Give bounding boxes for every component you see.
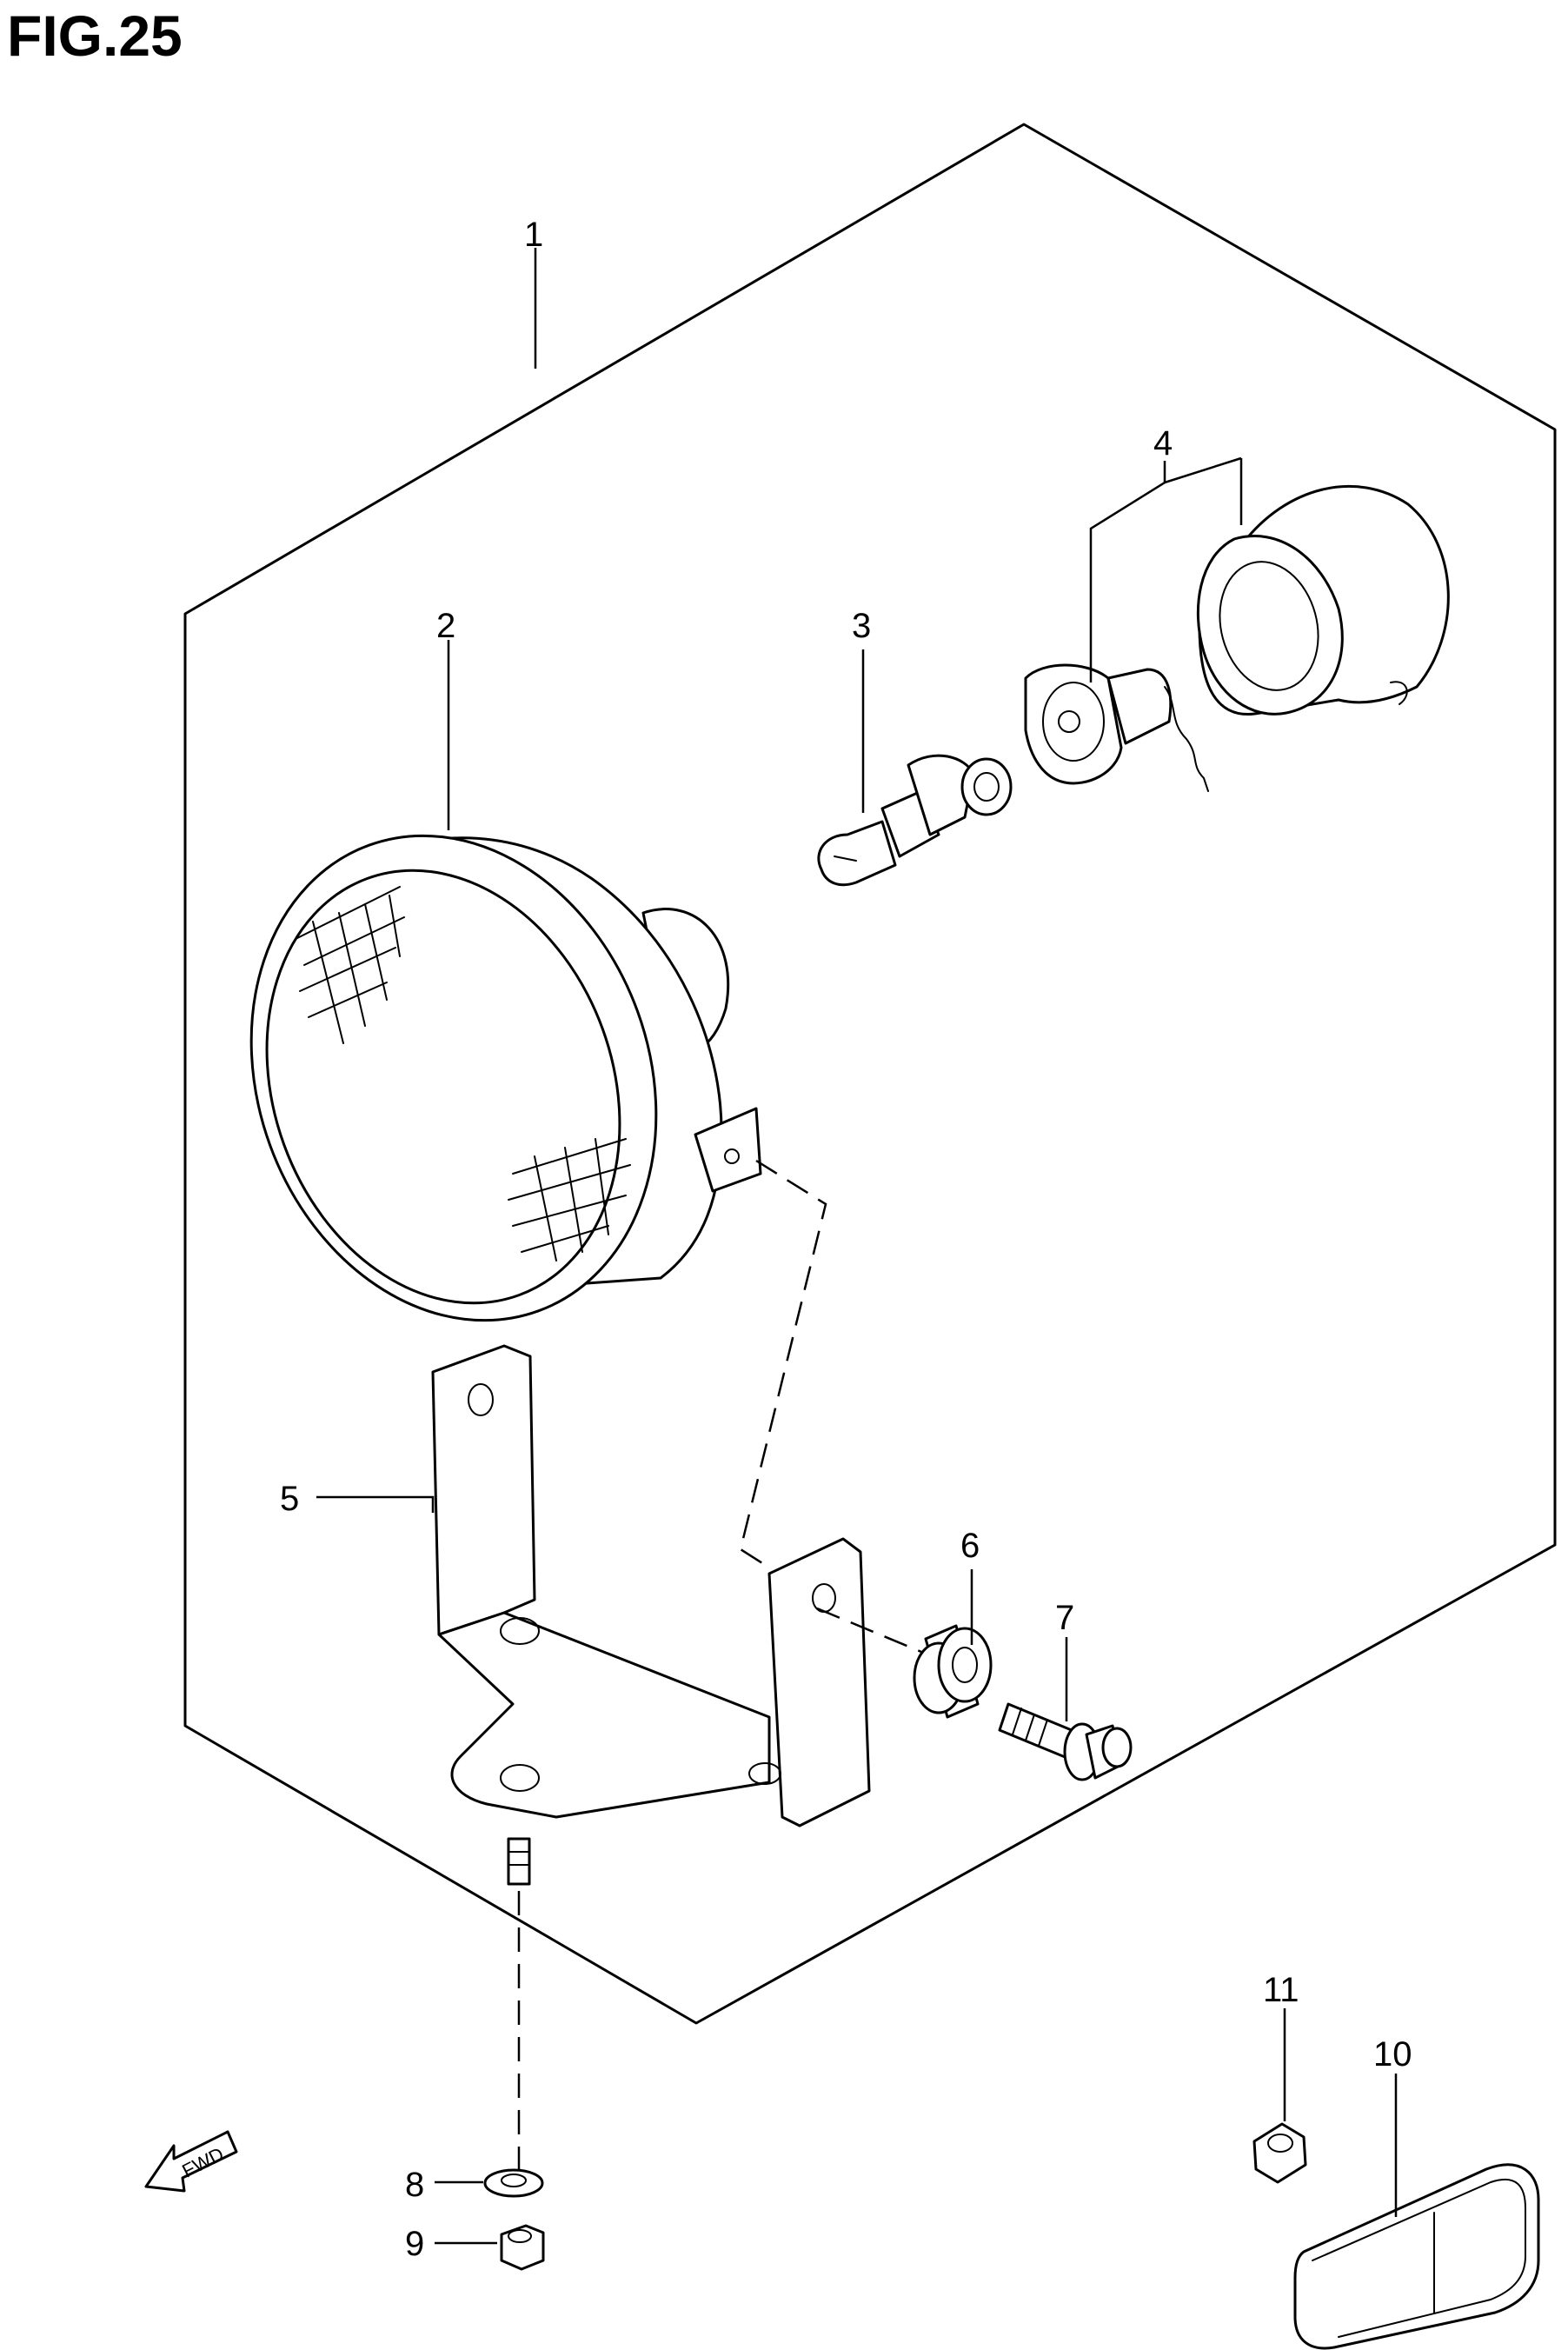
- assembly-outline: [183, 123, 1557, 2025]
- bracket-stud: [507, 1837, 531, 1886]
- leader-4c: [1164, 456, 1242, 484]
- callout-8: 8: [405, 2166, 424, 2204]
- mount-hole: [724, 1148, 740, 1164]
- flange-nut: [1252, 2122, 1307, 2184]
- callout-9: 9: [405, 2225, 424, 2263]
- headlight-lens: [265, 869, 621, 1305]
- leader-4: [1089, 461, 1166, 682]
- callout-7: 7: [1055, 1599, 1074, 1637]
- lens-pattern-lower: [508, 1138, 631, 1262]
- fwd-marker: FWD: [144, 2130, 238, 2193]
- figure-title: FIG.25: [7, 3, 183, 68]
- bulb: [817, 754, 1013, 887]
- bolt-axis-line: [816, 1607, 922, 1654]
- washer: [483, 2168, 544, 2198]
- bracket: [431, 1344, 871, 1886]
- reflector: [1293, 2163, 1540, 2350]
- headlight: [249, 834, 762, 1322]
- callout-2: 2: [436, 607, 455, 645]
- grommet: [913, 1624, 993, 1719]
- callout-6: 6: [960, 1527, 980, 1565]
- lens-pattern-upper: [295, 886, 405, 1044]
- callout-5: 5: [280, 1480, 299, 1518]
- nut: [500, 2224, 545, 2271]
- arrow-left-icon: [144, 2130, 238, 2193]
- callout-10: 10: [1373, 2035, 1412, 2074]
- callout-4: 4: [1153, 424, 1173, 463]
- callout-3: 3: [852, 607, 871, 645]
- callout-1: 1: [524, 216, 543, 254]
- leader-5: [316, 1495, 435, 1513]
- socket-assembly: [1024, 485, 1450, 792]
- mount-line: [739, 1159, 827, 1571]
- callout-11: 11: [1263, 1971, 1299, 2009]
- bolt: [998, 1702, 1133, 1781]
